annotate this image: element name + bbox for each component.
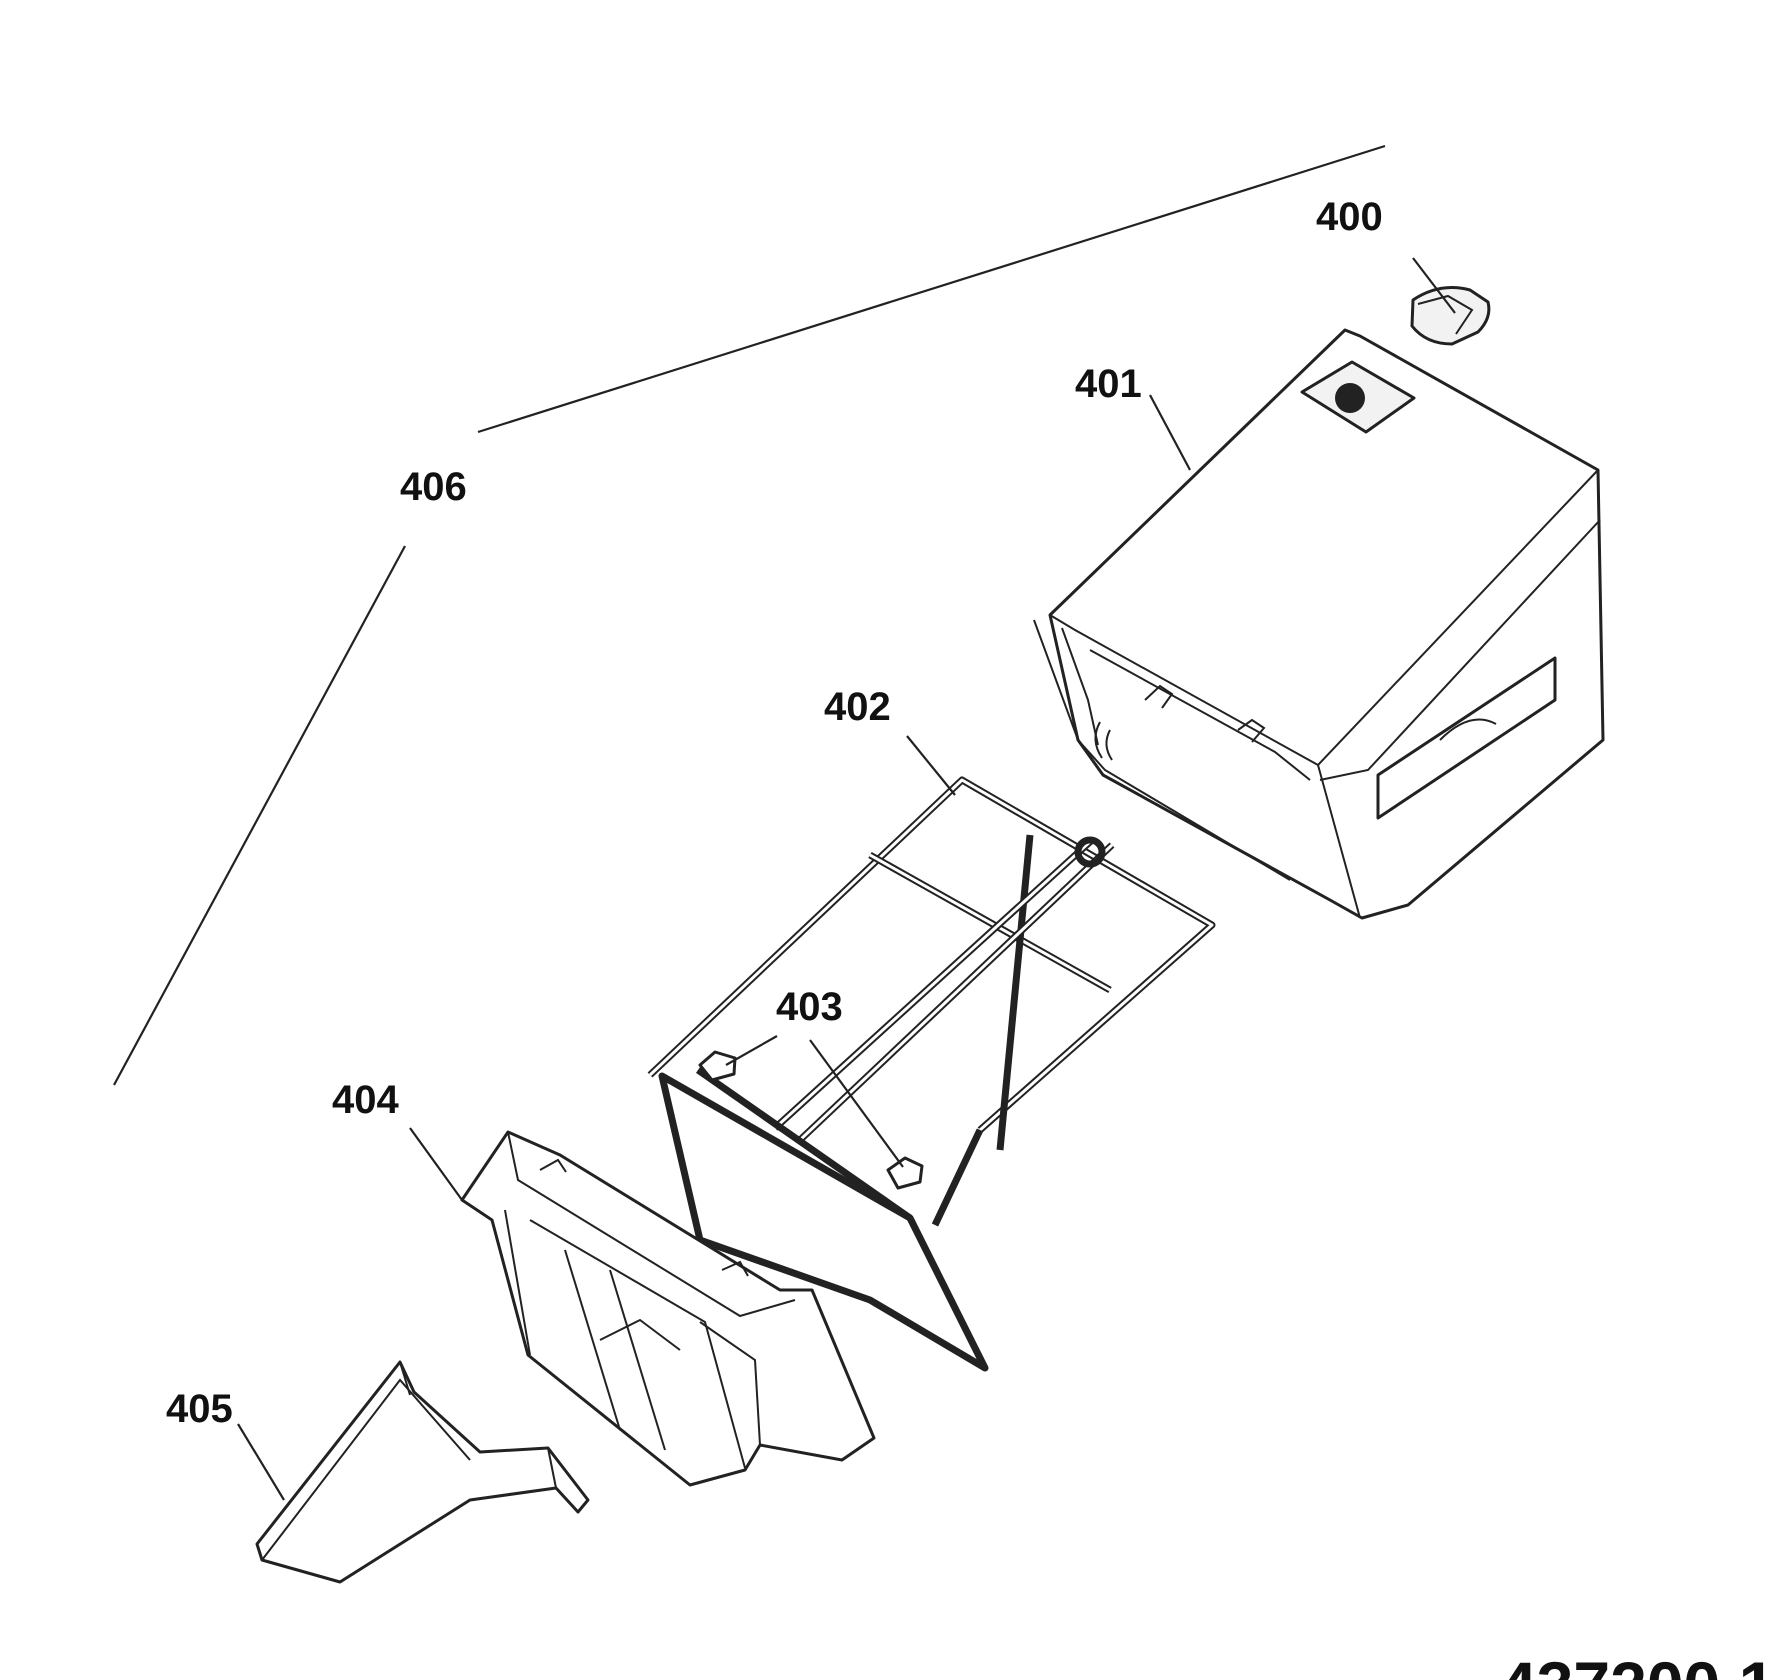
label-406: 406 (400, 465, 467, 509)
drawing-number: 437200 1 (1500, 1648, 1775, 1680)
part-402-wire-frame (647, 776, 1216, 1372)
label-403: 403 (776, 985, 843, 1029)
assembly-bracket-406 (113, 144, 1386, 1086)
part-403-clips (698, 1050, 924, 1190)
label-402: 402 (824, 685, 891, 729)
part-404-chute-adaptor (460, 1130, 876, 1487)
label-400: 400 (1316, 195, 1383, 239)
label-405: 405 (166, 1387, 233, 1431)
part-401-grass-box (1033, 328, 1605, 920)
label-404: 404 (332, 1078, 399, 1122)
part-405-spout (255, 1360, 590, 1584)
label-401: 401 (1075, 362, 1142, 406)
part-400-cap (1410, 286, 1491, 346)
leader-lines (237, 257, 1456, 1501)
